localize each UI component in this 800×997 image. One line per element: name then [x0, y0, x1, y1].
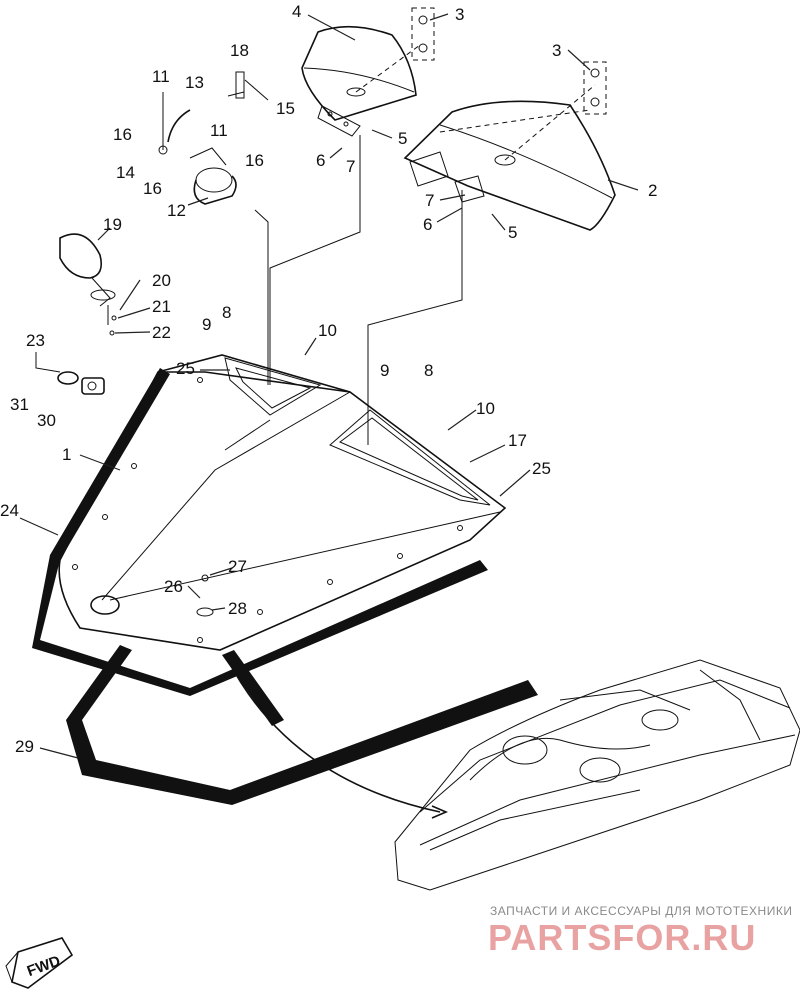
part-number-labels: 1 2 3 3 4 5 5 6 6 7 7 8 8 9 9 10 10 11 1…	[0, 2, 657, 756]
part-label-29: 29	[15, 737, 34, 756]
part-label-2: 2	[648, 181, 657, 200]
part-label-27: 27	[228, 557, 247, 576]
part-label-17: 17	[508, 431, 527, 450]
part-label-10a: 10	[318, 321, 337, 340]
fwd-direction-badge: FWD	[5, 937, 74, 989]
part-label-12: 12	[167, 201, 186, 220]
part-label-13: 13	[185, 73, 204, 92]
windshield-large	[403, 61, 616, 231]
part-label-28: 28	[228, 599, 247, 618]
part-label-20: 20	[152, 271, 171, 290]
hardware-cluster-top	[158, 71, 269, 205]
part-label-10b: 10	[476, 399, 495, 418]
part-label-11a: 11	[152, 67, 170, 86]
part-label-15: 15	[276, 99, 295, 118]
part-label-25a: 25	[176, 359, 195, 378]
small-parts-left	[35, 352, 105, 395]
part-label-26: 26	[164, 577, 183, 596]
trim-strip-29	[66, 645, 538, 805]
part-label-9a: 9	[202, 315, 211, 334]
watermark: ЗАПЧАСТИ И АКСЕССУАРЫ ДЛЯ МОТОТЕХНИКИ PA…	[488, 904, 792, 958]
part-label-30: 30	[37, 411, 56, 430]
part-label-22: 22	[152, 323, 171, 342]
part-label-23: 23	[26, 331, 45, 350]
part-label-18: 18	[230, 41, 249, 60]
part-label-3a: 3	[455, 5, 464, 24]
part-label-6a: 6	[316, 151, 325, 170]
assembly-leaders	[254, 135, 463, 445]
part-label-31: 31	[10, 395, 29, 414]
part-label-8b: 8	[424, 361, 433, 380]
part-label-11b: 11	[210, 121, 228, 140]
part-label-4: 4	[292, 2, 301, 21]
part-label-21: 21	[152, 297, 171, 316]
trim-strip-24	[32, 368, 488, 696]
watermark-tagline: ЗАПЧАСТИ И АКСЕССУАРЫ ДЛЯ МОТОТЕХНИКИ	[490, 904, 792, 918]
part-label-25b: 25	[532, 459, 551, 478]
part-label-1: 1	[62, 445, 71, 464]
part-label-16a: 16	[113, 125, 132, 144]
part-label-7b: 7	[425, 191, 434, 210]
part-label-8a: 8	[222, 303, 231, 322]
mirror-assembly	[59, 233, 117, 336]
part-label-14: 14	[116, 163, 135, 182]
part-label-5a: 5	[398, 129, 407, 148]
windshield-small	[301, 7, 435, 137]
part-label-16c: 16	[143, 179, 162, 198]
part-label-19: 19	[103, 215, 122, 234]
part-label-24: 24	[0, 501, 19, 520]
part-label-7a: 7	[346, 157, 355, 176]
boat-outline	[227, 659, 800, 891]
part-label-6b: 6	[423, 215, 432, 234]
part-label-3b: 3	[552, 41, 561, 60]
part-label-16b: 16	[245, 151, 264, 170]
part-label-5b: 5	[508, 223, 517, 242]
watermark-brand: PARTSFOR.RU	[488, 917, 756, 958]
callout-leaders	[19, 13, 639, 759]
part-label-9b: 9	[380, 361, 389, 380]
deck-panel	[58, 354, 507, 651]
